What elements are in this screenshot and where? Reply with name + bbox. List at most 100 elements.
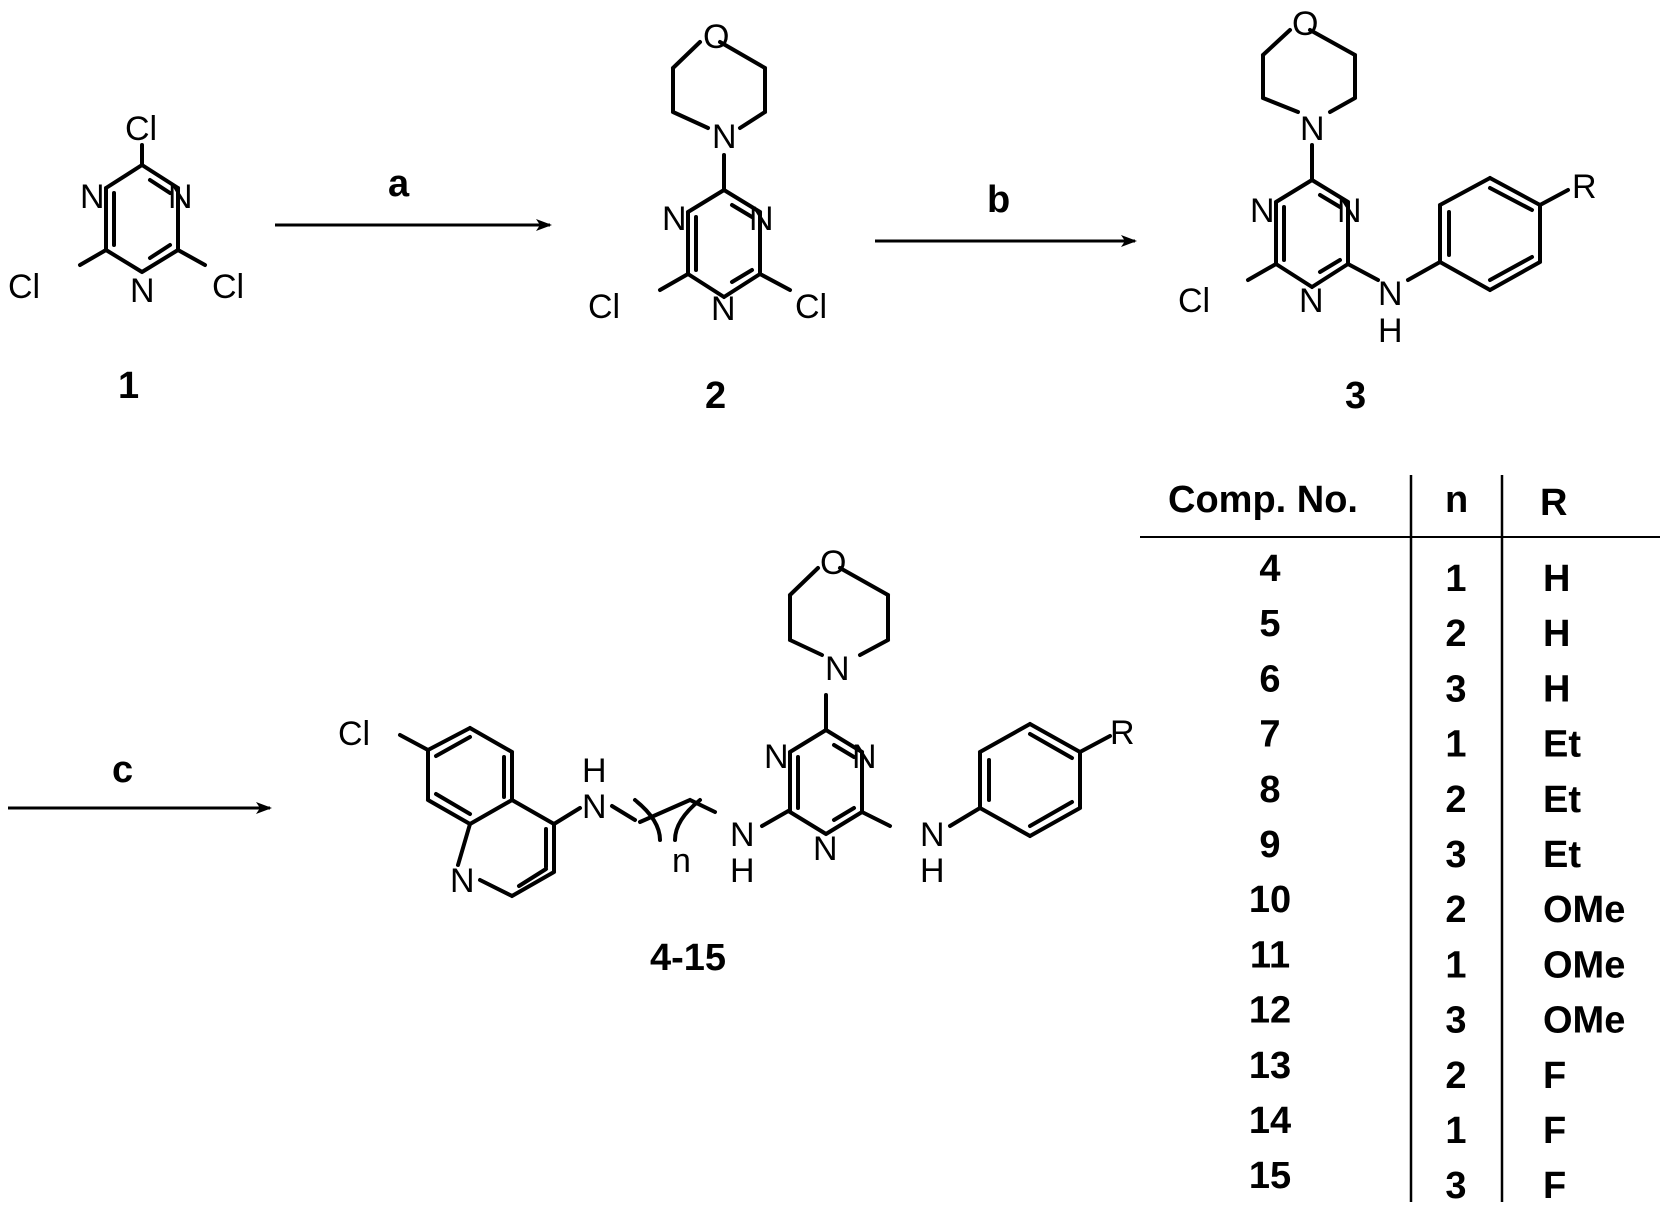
atom-n: N: [749, 200, 774, 238]
table-row: 9 3 Et: [1259, 824, 1581, 876]
table-cell-r: F: [1543, 1165, 1566, 1205]
atom-h: H: [730, 852, 755, 890]
table-cell-n: 3: [1445, 668, 1466, 710]
table-header-r: R: [1540, 482, 1567, 524]
table-cell-r: OMe: [1543, 1000, 1625, 1042]
atom-cl: Cl: [338, 715, 370, 753]
table-cell-comp: 13: [1249, 1045, 1291, 1087]
atom-n: N: [711, 290, 736, 328]
compound-1-structure: Cl N N N Cl Cl: [8, 110, 244, 310]
table-cell-comp: 7: [1259, 714, 1280, 756]
subscript-n: n: [672, 842, 691, 880]
atom-n: N: [764, 738, 789, 776]
atom-n: N: [662, 200, 687, 238]
table-cell-comp: 9: [1259, 824, 1280, 866]
table-cell-r: H: [1543, 558, 1570, 600]
atom-n: N: [130, 272, 155, 310]
atom-n: N: [852, 738, 877, 776]
table-cell-n: 1: [1445, 944, 1466, 986]
table-cell-comp: 14: [1249, 1100, 1291, 1142]
atom-cl: Cl: [125, 110, 157, 148]
atom-n: N: [813, 830, 838, 868]
table-cell-r: Et: [1543, 724, 1581, 766]
table-row: 14 1 F: [1249, 1100, 1566, 1152]
table-cell-r: Et: [1543, 779, 1581, 821]
atom-h: H: [920, 852, 945, 890]
table-row: 4 1 H: [1259, 548, 1570, 600]
atom-cl: Cl: [212, 268, 244, 306]
table-cell-comp: 15: [1249, 1155, 1291, 1197]
atom-n: N: [80, 178, 105, 216]
table-cell-comp: 4: [1259, 548, 1280, 590]
atom-cl: Cl: [1178, 282, 1210, 320]
table-cell-r: H: [1543, 668, 1570, 710]
table-cell-n: 3: [1445, 1000, 1466, 1042]
compound-label-1: 1: [118, 365, 139, 407]
table-cell-r: OMe: [1543, 944, 1625, 986]
table-cell-comp: 6: [1259, 658, 1280, 700]
table-cell-comp: 8: [1259, 769, 1280, 811]
step-label-b: b: [987, 179, 1010, 221]
atom-r: R: [1572, 168, 1597, 206]
atom-n: N: [730, 816, 755, 854]
atom-n: N: [1299, 282, 1324, 320]
table-cell-comp: 10: [1249, 879, 1291, 921]
atom-h: H: [1378, 312, 1403, 350]
table-cell-n: 1: [1445, 724, 1466, 766]
compound-label-2: 2: [705, 375, 726, 417]
table-header-n: n: [1445, 479, 1468, 521]
table-cell-n: 2: [1445, 613, 1466, 655]
atom-cl: Cl: [8, 268, 40, 306]
table-header-comp: Comp. No.: [1168, 479, 1358, 521]
atom-n: N: [825, 650, 850, 688]
table-cell-n: 2: [1445, 779, 1466, 821]
compound-4-15-structure: Cl N N H n N H N N N O N N H R: [338, 544, 1135, 900]
table-row: 8 2 Et: [1259, 769, 1581, 821]
table-row: 12 3 OMe: [1249, 990, 1626, 1042]
atom-o: O: [820, 544, 846, 582]
table-cell-comp: 12: [1249, 990, 1291, 1032]
atom-cl: Cl: [588, 288, 620, 326]
table-cell-comp: 5: [1259, 603, 1280, 645]
table-cell-r: F: [1543, 1110, 1566, 1152]
atom-n: N: [920, 816, 945, 854]
atom-n: N: [1250, 192, 1275, 230]
table-cell-comp: 11: [1250, 934, 1290, 976]
table-cell-n: 2: [1445, 889, 1466, 931]
atom-n: N: [712, 118, 737, 156]
step-label-a: a: [388, 163, 410, 205]
step-label-c: c: [112, 749, 133, 791]
compound-3-structure: O N N N N Cl N H R: [1178, 5, 1597, 350]
atom-n: N: [1300, 110, 1325, 148]
atom-n: N: [1337, 192, 1362, 230]
atom-o: O: [703, 18, 729, 56]
table-cell-n: 1: [1445, 558, 1466, 600]
table-row: 7 1 Et: [1259, 714, 1581, 766]
compound-label-4-15: 4-15: [650, 937, 726, 979]
compound-2-structure: O N N N N Cl Cl: [588, 18, 827, 328]
atom-r: R: [1110, 714, 1135, 752]
atom-o: O: [1292, 5, 1318, 43]
table-cell-r: Et: [1543, 834, 1581, 876]
table-row: 13 2 F: [1249, 1045, 1566, 1097]
table-row: 15 3 F: [1249, 1155, 1566, 1205]
table-row: 5 2 H: [1259, 603, 1570, 655]
atom-n: N: [168, 178, 193, 216]
compound-label-3: 3: [1345, 375, 1366, 417]
table-cell-n: 3: [1445, 1165, 1466, 1205]
atom-n: N: [1378, 275, 1403, 313]
table-cell-n: 1: [1445, 1110, 1466, 1152]
atom-cl: Cl: [795, 288, 827, 326]
atom-h: H: [582, 752, 607, 790]
atom-n: N: [450, 862, 475, 900]
table-cell-r: OMe: [1543, 889, 1625, 931]
table-row: 10 2 OMe: [1249, 879, 1626, 931]
table-cell-n: 3: [1445, 834, 1466, 876]
table-cell-r: H: [1543, 613, 1570, 655]
table-cell-r: F: [1543, 1055, 1566, 1097]
table-cell-n: 2: [1445, 1055, 1466, 1097]
